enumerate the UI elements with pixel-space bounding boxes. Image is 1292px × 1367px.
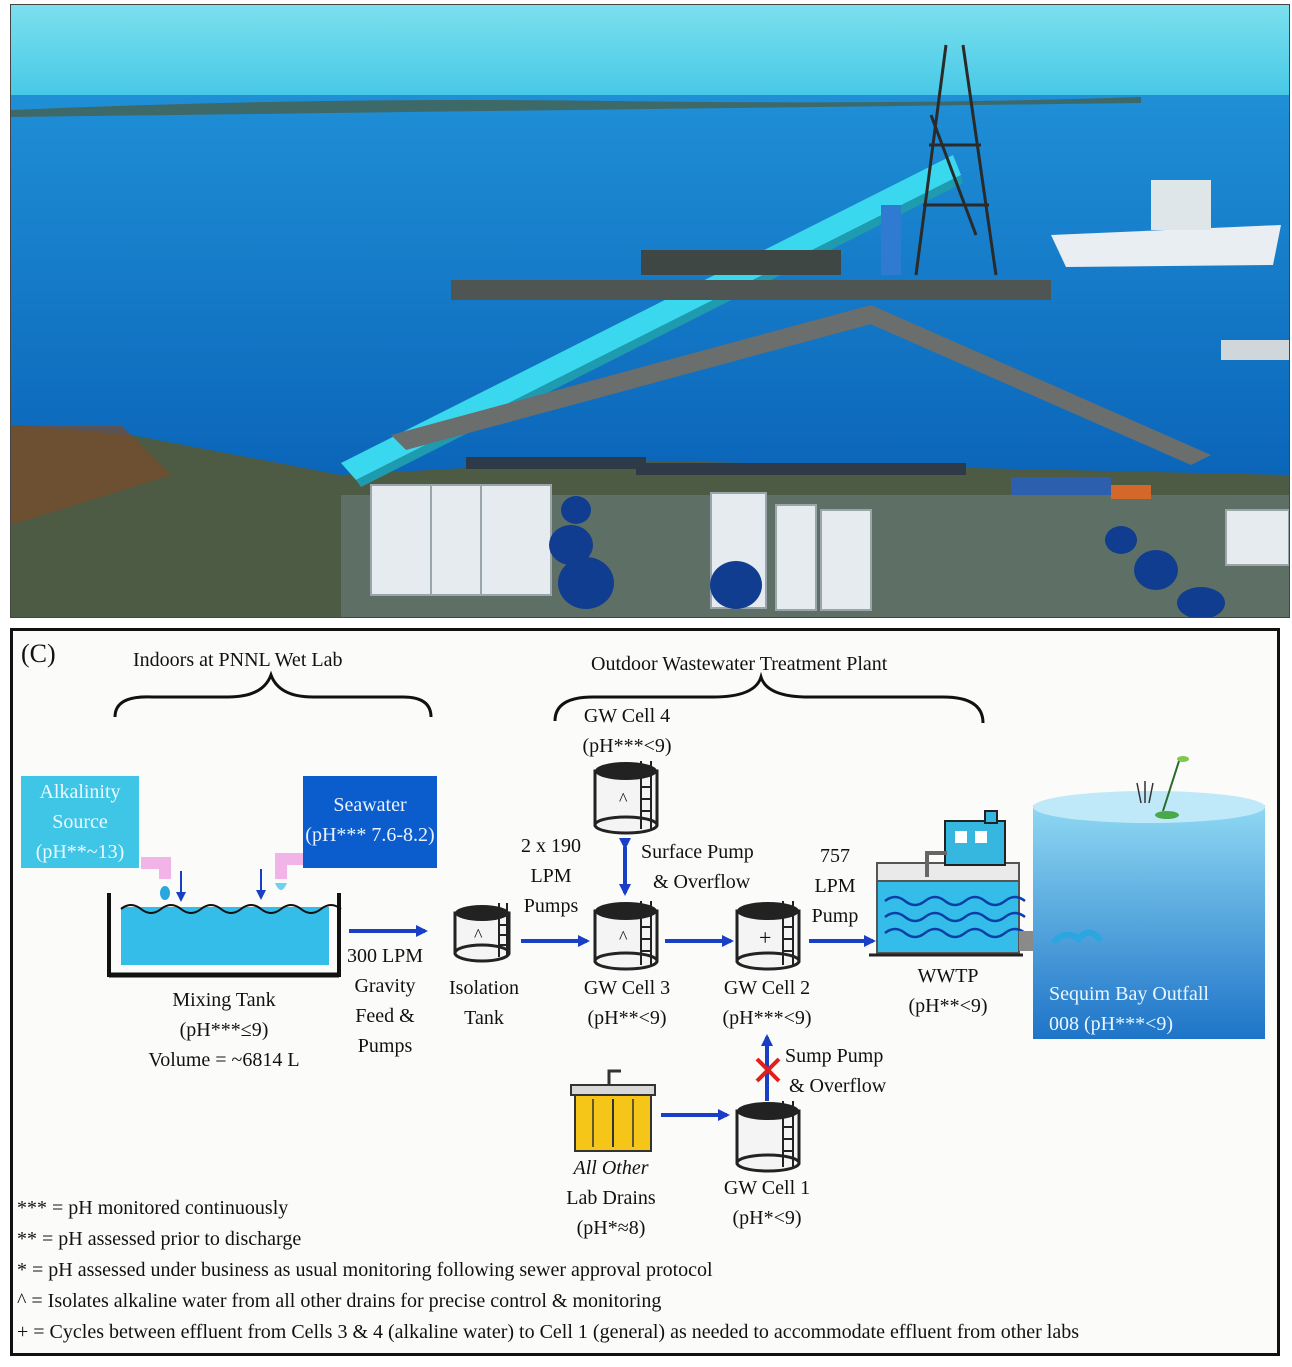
gw-cell-4-name: GW Cell 4 <box>583 705 671 727</box>
aerial-photo-scene <box>11 5 1289 617</box>
gw-cell-4-label: GW Cell 4 (pH***<9) <box>569 701 685 761</box>
lpm757-line-2: LPM <box>814 875 856 897</box>
surface-pump-line-1: Surface Pump <box>641 841 754 863</box>
gw-cell-3-label: GW Cell 3 (pH**<9) <box>569 973 685 1033</box>
sump-pump-line-1: Sump Pump <box>785 1045 884 1067</box>
gw-cell-2-label: GW Cell 2 (pH***<9) <box>709 973 825 1033</box>
seawater-pipe <box>256 853 305 900</box>
lpm757-label: 757 LPM Pump <box>799 841 871 931</box>
mixing-tank-label: Mixing Tank (pH***≤9) Volume = ~6814 L <box>109 985 339 1075</box>
lab-drains-line-2: Lab Drains <box>566 1187 656 1209</box>
mixing-tank-graphic <box>107 893 342 978</box>
legend-item-5: + = Cycles between effluent from Cells 3… <box>17 1321 1080 1343</box>
lab-drains-ph: (pH*≈8) <box>576 1217 646 1239</box>
gravity-line-2: Gravity <box>354 975 416 997</box>
gw-cell-3-symbol: ^ <box>619 927 628 947</box>
surface-pump-line-2: & Overflow <box>653 871 751 893</box>
alkalinity-label-1: Alkalinity <box>39 781 121 803</box>
flow-diagram-panel: (C) Indoors at PNNL Wet Lab Outdoor Wast… <box>10 628 1280 1356</box>
seawater-label-1: Seawater <box>333 794 407 816</box>
seawater-label-2: (pH*** 7.6-8.2) <box>305 824 435 846</box>
sump-pump-line-2: & Overflow <box>789 1075 887 1097</box>
alkalinity-source-box: Alkalinity Source (pH**~13) <box>21 776 139 868</box>
lpm190-line-2: LPM <box>530 865 572 887</box>
gw-cell-3-name: GW Cell 3 <box>583 977 671 999</box>
panel-label: (C) <box>21 639 56 668</box>
sump-pump-label: Sump Pump & Overflow <box>785 1041 886 1101</box>
diagram-graphics <box>107 670 1265 1173</box>
gw-cell-1-name: GW Cell 1 <box>723 1177 811 1199</box>
mixing-tank-volume: Volume = ~6814 L <box>148 1049 300 1071</box>
gw-cell-2-symbol: + <box>759 925 772 950</box>
sequim-bay-graphic <box>1033 756 1265 1039</box>
header-outdoor: Outdoor Wastewater Treatment Plant <box>591 653 888 675</box>
legend-item-3: * = pH assessed under business as usual … <box>17 1259 713 1281</box>
gw-cell-1-graphic <box>735 1101 801 1173</box>
gw-cell-4-symbol: ^ <box>619 789 628 809</box>
gw-cell-4-graphic <box>593 761 659 835</box>
alkalinity-label-2: Source <box>52 811 108 833</box>
isolation-tank-name-1: Isolation <box>449 977 519 999</box>
gravity-line-1: 300 LPM <box>346 945 424 967</box>
gw-cell-1-label: GW Cell 1 (pH*<9) <box>709 1173 825 1233</box>
gw-cell-2-graphic <box>735 901 801 971</box>
wwtp-ph: (pH**<9) <box>908 995 988 1017</box>
lab-drains-line-1: All Other <box>573 1157 649 1179</box>
blocked-x-mark <box>755 1057 781 1083</box>
mixing-tank-ph: (pH***≤9) <box>179 1019 269 1041</box>
gw-cell-2-name: GW Cell 2 <box>723 977 811 999</box>
gw-cell-1-ph: (pH*<9) <box>732 1207 802 1229</box>
lpm190-line-3: Pumps <box>523 895 579 917</box>
isolation-tank-graphic <box>453 903 511 963</box>
lab-drains-label: All Other Lab Drains (pH*≈8) <box>553 1153 669 1243</box>
alkalinity-pipe <box>141 857 186 902</box>
seawater-box: Seawater (pH*** 7.6-8.2) <box>303 776 437 868</box>
mixing-tank-name: Mixing Tank <box>172 989 276 1011</box>
gravity-line-4: Pumps <box>357 1035 413 1057</box>
legend: *** = pH monitored continuously ** = pH … <box>17 1193 1079 1348</box>
wwtp-graphic <box>869 810 1053 957</box>
lpm757-line-3: Pump <box>811 905 859 927</box>
aerial-photo <box>10 4 1290 618</box>
brace-indoors <box>113 670 433 718</box>
legend-item-1: *** = pH monitored continuously <box>17 1197 289 1219</box>
isolation-tank-label: Isolation Tank <box>439 973 529 1033</box>
alkalinity-label-3: (pH**~13) <box>35 841 125 863</box>
isolation-tank-symbol: ^ <box>474 925 483 945</box>
legend-item-2: ** = pH assessed prior to discharge <box>17 1228 302 1250</box>
gravity-line-3: Feed & <box>355 1005 415 1027</box>
lpm757-line-1: 757 <box>820 845 850 867</box>
surface-pump-label: Surface Pump & Overflow <box>641 837 754 897</box>
outfall-ph: 008 (pH***<9) <box>1049 1013 1174 1035</box>
header-indoors: Indoors at PNNL Wet Lab <box>133 649 343 671</box>
gw-cell-4-ph: (pH***<9) <box>582 735 672 757</box>
lab-sink-graphic <box>570 1069 656 1152</box>
gw-cell-3-ph: (pH**<9) <box>587 1007 667 1029</box>
gw-cell-3-graphic <box>593 901 659 971</box>
isolation-tank-name-2: Tank <box>464 1007 504 1029</box>
wwtp-label: WWTP (pH**<9) <box>893 961 1003 1021</box>
outfall-label: Sequim Bay Outfall 008 (pH***<9) <box>1049 979 1209 1039</box>
gw-cell-2-ph: (pH***<9) <box>722 1007 812 1029</box>
outfall-name: Sequim Bay Outfall <box>1049 983 1209 1005</box>
wwtp-name: WWTP <box>917 965 979 987</box>
lpm190-line-1: 2 x 190 <box>521 835 581 857</box>
brace-outdoor <box>553 671 985 724</box>
lpm190-label: 2 x 190 LPM Pumps <box>509 831 593 921</box>
legend-item-4: ^ = Isolates alkaline water from all oth… <box>17 1290 662 1312</box>
gravity-feed-label: 300 LPM Gravity Feed & Pumps <box>335 941 435 1061</box>
